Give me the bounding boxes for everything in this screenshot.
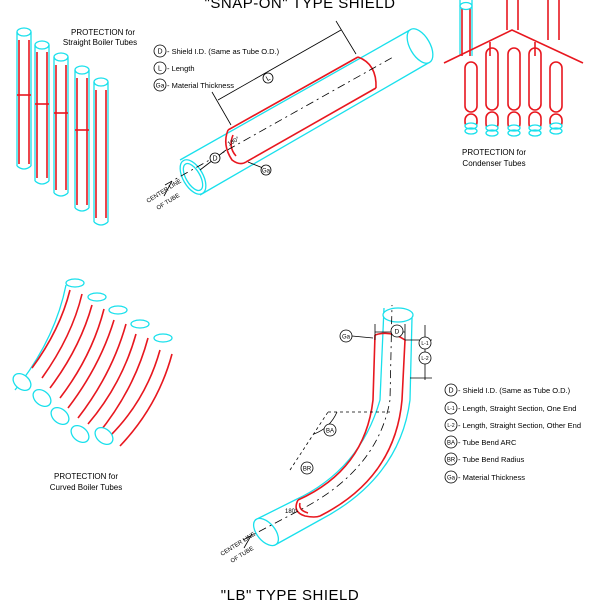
lb-legend-item: L-1 - Length, Straight Section, One End: [444, 401, 576, 415]
lb-legend-item: BR - Tube Bend Radius: [444, 452, 525, 466]
lb-l2-callout: L-2: [421, 356, 428, 362]
lb-legend-item: L-2 - Length, Straight Section, Other En…: [444, 418, 581, 432]
snap-on-legend: D - Shield I.D. (Same as Tube O.D.) L - …: [153, 44, 280, 92]
svg-text:L: L: [158, 66, 162, 73]
svg-text:Ga: Ga: [156, 83, 165, 90]
svg-text:D: D: [448, 388, 453, 395]
svg-text:- Length, Straight Section, Ot: - Length, Straight Section, Other End: [458, 421, 581, 430]
snap-on-legend-item: Ga - Material Thickness: [153, 78, 234, 92]
svg-text:Ga: Ga: [447, 476, 456, 482]
curved-caption-line2: Curved Boiler Tubes: [50, 483, 122, 492]
svg-text:- Length, Straight Section, On: - Length, Straight Section, One End: [458, 404, 576, 413]
snap-on-length-callout: L: [265, 75, 272, 83]
snap-on-legend-item: D - Shield I.D. (Same as Tube O.D.): [153, 44, 280, 58]
lb-shield-drawing: BA BR Ga D L-1 L-2 180° CENTER LINE OF T…: [220, 304, 432, 565]
svg-text:- Tube Bend Radius: - Tube Bend Radius: [458, 455, 525, 464]
lb-legend-item: BA - Tube Bend ARC: [444, 435, 517, 449]
snap-on-thickness-callout: Ga: [262, 169, 271, 175]
svg-text:- Length: - Length: [167, 64, 195, 73]
condenser-caption-line1: PROTECTION for: [462, 148, 526, 157]
lb-title: "LB" TYPE SHIELD: [221, 587, 359, 600]
lb-bend-radius-callout: BR: [303, 467, 312, 473]
svg-text:- Material Thickness: - Material Thickness: [167, 81, 234, 90]
curved-boiler-tubes-illustration: [12, 278, 173, 447]
svg-text:- Tube Bend ARC: - Tube Bend ARC: [458, 438, 517, 447]
straight-caption-line1: PROTECTION for: [71, 28, 135, 37]
lb-legend-item: Ga - Material Thickness: [444, 470, 525, 484]
svg-text:- Material Thickness: - Material Thickness: [458, 473, 525, 482]
lb-diameter-callout: D: [395, 329, 400, 336]
svg-text:BA: BA: [447, 441, 455, 447]
lb-legend-item: D - Shield I.D. (Same as Tube O.D.): [444, 383, 571, 397]
condenser-tubes-illustration: [443, 0, 584, 137]
straight-caption-line2: Straight Boiler Tubes: [63, 38, 137, 47]
snap-on-diameter-callout: D: [212, 156, 217, 163]
straight-boiler-tubes-illustration: [16, 27, 109, 226]
svg-text:L-2: L-2: [447, 423, 454, 429]
svg-text:D: D: [157, 49, 162, 56]
snap-on-shield-drawing: L D 180° Ga CENTER LINE OF TUBE: [146, 20, 434, 212]
svg-text:- Shield I.D. (Same as Tube O.: - Shield I.D. (Same as Tube O.D.): [458, 386, 571, 395]
lb-thickness-callout: Ga: [342, 335, 351, 341]
snap-on-legend-item: L - Length: [153, 61, 195, 75]
snap-on-title: "SNAP-ON" TYPE SHIELD: [205, 0, 396, 12]
svg-text:- Shield I.D. (Same as Tube O.: - Shield I.D. (Same as Tube O.D.): [167, 47, 280, 56]
lb-arc-label: 180°: [285, 509, 298, 515]
snap-on-arc-label: 180°: [227, 136, 241, 148]
svg-text:BR: BR: [447, 458, 456, 464]
svg-text:L-1: L-1: [447, 406, 454, 412]
curved-caption-line1: PROTECTION for: [54, 472, 118, 481]
condenser-caption-line2: Condenser Tubes: [462, 159, 525, 168]
lb-legend: D - Shield I.D. (Same as Tube O.D.) L-1 …: [444, 383, 581, 484]
lb-bend-arc-callout: BA: [326, 429, 334, 435]
lb-l1-callout: L-1: [421, 341, 428, 347]
